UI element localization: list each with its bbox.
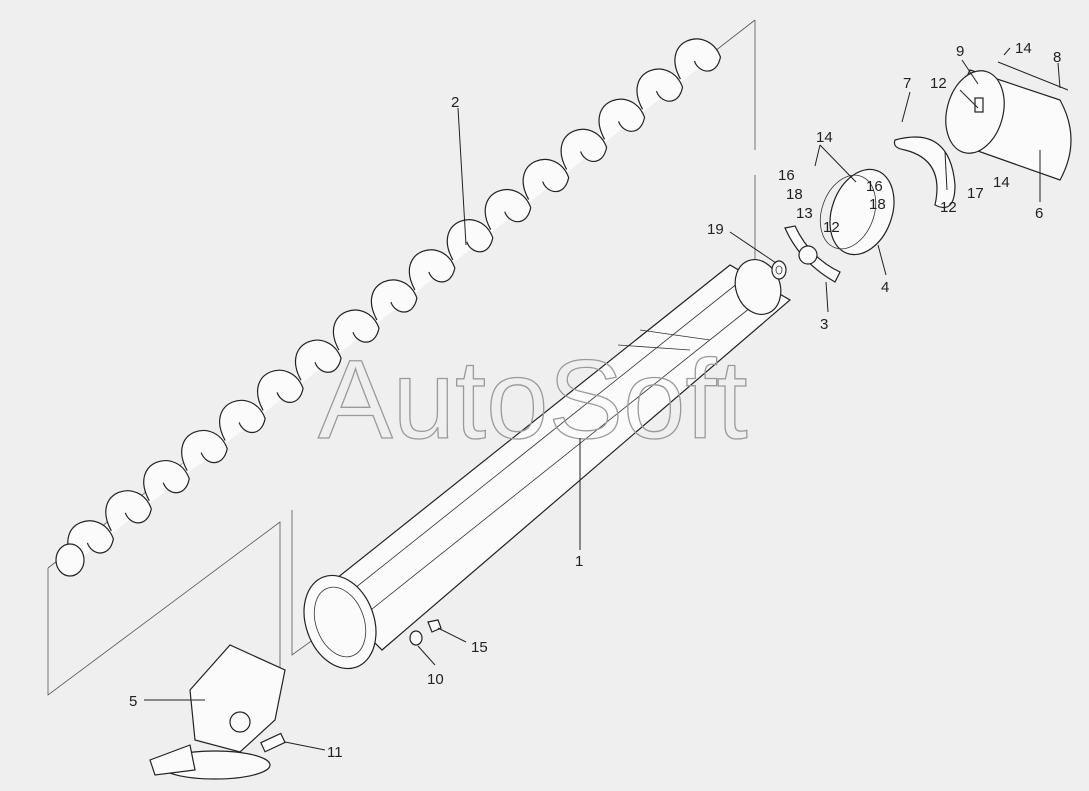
auger-flight xyxy=(370,279,418,321)
auger-flight xyxy=(598,98,646,140)
auger-screw xyxy=(55,38,722,577)
callout-8: 8 xyxy=(1053,49,1061,66)
strip-8 xyxy=(997,61,1069,91)
callout-2: 2 xyxy=(451,94,459,111)
auger-flight xyxy=(294,339,342,381)
washer-10 xyxy=(409,630,423,646)
auger-flight xyxy=(484,189,532,230)
callout-15: 15 xyxy=(471,639,488,656)
bolt-12-cover xyxy=(974,97,984,113)
callout-10: 10 xyxy=(427,671,444,688)
callout-1: 1 xyxy=(575,553,583,570)
auger-flight xyxy=(256,369,304,411)
bearing-19 xyxy=(771,260,787,280)
auger-flight xyxy=(522,159,570,200)
callout-5: 5 xyxy=(129,693,137,710)
callout-6: 6 xyxy=(1035,205,1043,222)
auger-flight xyxy=(143,460,190,502)
callouts: 2 1 3 4 5 6 7 8 9 10 11 12 12 12 13 14 1… xyxy=(129,40,1061,761)
callout-16-left: 16 xyxy=(778,167,795,184)
callout-16-right: 16 xyxy=(866,178,883,195)
callout-12-low: 12 xyxy=(940,199,957,216)
auger-flight xyxy=(332,309,380,351)
cover-6 xyxy=(945,69,1072,181)
callout-12-mid: 12 xyxy=(823,219,840,236)
auger-flight xyxy=(105,490,152,532)
callout-3: 3 xyxy=(820,316,828,333)
leader-lines xyxy=(144,47,1061,751)
auger-tube xyxy=(303,259,792,670)
ring-7 xyxy=(893,136,956,209)
housing-4 xyxy=(819,168,895,256)
callout-11: 11 xyxy=(327,744,343,761)
watermark: AutoSoft xyxy=(318,337,748,462)
auger-flight xyxy=(674,38,722,80)
callout-17: 17 xyxy=(967,185,984,202)
nut-15 xyxy=(427,619,442,633)
auger-flight xyxy=(636,68,684,110)
callout-7: 7 xyxy=(903,75,911,92)
auger-flight xyxy=(446,219,494,261)
flange-3 xyxy=(784,225,841,283)
callout-14-right: 14 xyxy=(993,174,1010,191)
callout-12-top: 12 xyxy=(930,75,947,92)
auger-flight xyxy=(181,430,228,471)
callout-18-right: 18 xyxy=(869,196,886,213)
auger-flight xyxy=(560,128,608,170)
inlet-housing-5 xyxy=(149,644,286,780)
callout-14-left: 14 xyxy=(816,129,833,146)
callout-13: 13 xyxy=(796,205,813,222)
callout-19: 19 xyxy=(707,221,724,238)
auger-flight xyxy=(219,399,266,441)
callout-14-top: 14 xyxy=(1015,40,1032,57)
callout-4: 4 xyxy=(881,279,889,296)
callout-9: 9 xyxy=(956,43,964,60)
auger-flight xyxy=(408,249,456,291)
auger-end-bushing xyxy=(55,543,85,577)
callout-18-left: 18 xyxy=(786,186,803,203)
